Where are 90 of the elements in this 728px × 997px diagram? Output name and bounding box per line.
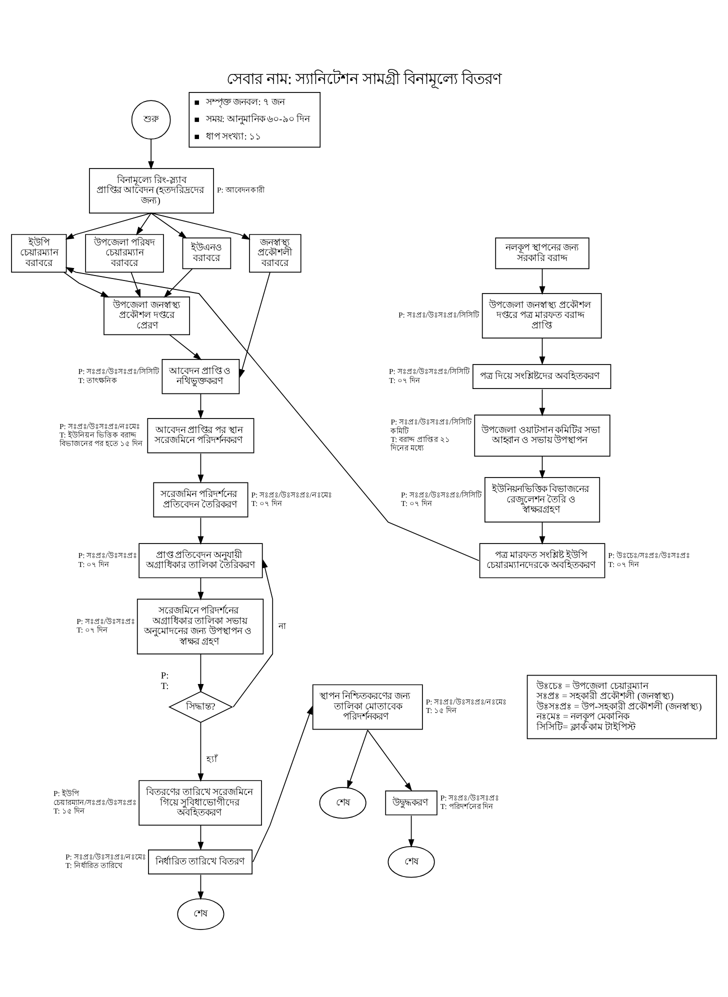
node-label: P: সঃপ্রঃ/উঃসঃপ্রঃ — [78, 550, 137, 560]
arrow — [148, 138, 154, 170]
node-box: ইউনিয়নভিত্তিক বিভাজনের রেজুলেশন তৈরি ও স্বাক্ষরগ্রহণ — [484, 476, 600, 522]
node-label: T: ১৫ দিন — [426, 706, 458, 715]
node-label: T: ০৭ দিন — [76, 625, 108, 634]
node-box: সরেজমিনে পরিদর্শনের অগ্রাধিকার তালিকা সভায় অনুমোদনের জন্য উপস্থাপন ও স্বাক্ষর গ্রহণ — [136, 598, 264, 654]
node-label: T: পরিদর্শনের দিন — [440, 802, 494, 811]
node-label: P: — [160, 671, 169, 682]
node-label: T: ০৭ দিন — [401, 498, 432, 508]
node-label: T: ০৭ দিন — [251, 498, 283, 508]
node-label: P: ইউপি চেয়ারম্যান/সঃপ্রঃ/উঃসঃপ্রঃ — [53, 788, 137, 806]
node-label: T: ইউনিয়ন ভিত্তিক বরাদ্দ বিভাজনের পর হতে ১৫ দিন — [59, 430, 144, 448]
diagram-title: সেবার নাম: স্যানিটেশন সামগ্রী বিনামূল্যে বিতরণ — [226, 70, 502, 88]
node-label: P: সঃপ্রঃ/উঃসঃপ্রঃ/নঃমেঃ — [59, 421, 140, 430]
node-label: P: সঃপ্রঃ/উঃসঃপ্রঃ/সিসিটি — [389, 366, 470, 376]
arrow — [198, 452, 204, 483]
node-box: উপজেলা ওয়াটসান কমিটির সভা আহ্বান ও সভায় উপস্থাপন — [474, 414, 610, 456]
arrow — [239, 271, 270, 378]
node-label: P: সঃপ্রঃ/উঃসঃপ্রঃ/সিসিটি কমিটি — [390, 417, 472, 435]
arrow — [150, 212, 188, 238]
arrow — [198, 874, 204, 900]
node-box: প্রাপ্ত প্রতিবেদন অনুযায়ী অগ্রাধিকার তালিকা তৈরিকরণ — [138, 542, 263, 578]
node-label: P: সঃপ্রঃ/উঃসঃপ্রঃ/নঃমেঃ — [426, 697, 506, 706]
node-box: সম্পৃক্ত জনবল: ৭ জন সময়: আনুমানিক ৬০-৯০ দিন ধাপ সংখ্যা: ১১ — [188, 91, 321, 148]
arrow — [232, 558, 274, 707]
edge-label: হ্যাঁ — [206, 754, 218, 764]
node-label: T: ১৫ দিন — [53, 806, 85, 815]
node-circle: শুরু — [131, 100, 171, 139]
node-box: উদ্বুদ্ধকরণ — [385, 790, 438, 815]
node-box: পত্র দিয়ে সংশ্লিষ্টদের অবহিতকরণ — [472, 364, 612, 388]
arrow — [64, 271, 110, 297]
arrow — [198, 653, 204, 692]
node-label: P: সঃপ্রঃ/উঃসঃপ্রঃ/সিসিটি — [401, 490, 482, 499]
arrow — [539, 455, 546, 478]
node-label: P: সঃপ্রঃ/উঃসঃপ্রঃ/সিসিটি — [78, 366, 159, 376]
node-box: উপজেলা পরিষদ চেয়ারম্যান বরাবরে — [85, 234, 164, 272]
arrow — [539, 521, 546, 544]
node-label: T: ০৭ দিন — [78, 559, 110, 568]
node-box: বিনামূল্যে রিং-স্ল্যাব প্রাপ্তির আবেদন (হতদরিদ্রদের জন্য) — [89, 168, 214, 214]
node-box: আবেদন প্রাপ্তি ও নথিভুক্তকরণ — [162, 358, 240, 394]
arrow — [408, 814, 414, 848]
node-label: T: তাৎক্ষনিক — [78, 375, 118, 384]
node-box: বিতরণের তারিখে সরেজমিনে গিয়ে সুবিধাভোগীদের অবহিতকরণ — [138, 780, 262, 826]
node-label: T: — [160, 681, 169, 692]
node-box: স্থাপন নিশ্চিতকরণের জন্য তালিকা মোতাবেক পরিদর্শনকরণ — [312, 684, 423, 730]
edge-label: না — [278, 620, 287, 631]
node-label: P: সঃপ্রঃ/উঃসঃপ্রঃ/নঃমেঃ — [251, 490, 332, 499]
arrow — [198, 392, 204, 418]
node-box: উপজেলা জনস্বাস্থ্য প্রকৌশল দপ্তরে প্রেরণ — [104, 296, 190, 335]
node-diamond: সিদ্ধান্ত? — [168, 690, 234, 722]
node-box: জনস্বাস্থ্য প্রকৌশলী বরাবরে — [249, 234, 302, 272]
node-ellipse: শেষ — [177, 898, 224, 930]
node-label: P: সঃপ্রঃ/উঃসঃপ্রঃ/সিসিটি — [398, 310, 480, 320]
node-box: নির্ধারিত তারিখে বিতরণ — [148, 849, 252, 874]
node-box: ইউপি চেয়ারম্যান বরাবরে — [11, 234, 67, 272]
node-label: P: সঃপ্রঃ/উঃসঃপ্রঃ/নঃমেঃ — [65, 852, 146, 862]
node-label: P: সঃপ্রঃ/উঃসঃপ্রঃ — [76, 616, 136, 626]
arrow — [539, 388, 546, 416]
arrow — [164, 268, 193, 298]
arrow — [198, 824, 204, 850]
arrow — [65, 212, 152, 240]
node-label: T: নির্ধারিত তারিখে — [65, 860, 123, 870]
node-box: উপজেলা জনস্বাস্থ্য প্রকৌশল দপ্তরে পত্র মারফত বরাদ্দ প্রাপ্তি — [482, 292, 602, 338]
arrow — [539, 337, 546, 365]
node-ellipse: শেষ — [388, 846, 435, 878]
arrow — [150, 212, 250, 240]
arrow — [347, 729, 368, 789]
node-box: সরেজমিন পরিদর্শনের প্রতিবেদন তৈরিকরণ — [153, 482, 248, 517]
arrow — [136, 212, 152, 235]
arrow — [367, 729, 412, 791]
node-ellipse: শেষ — [319, 786, 366, 818]
arrow — [130, 271, 141, 298]
arrow — [169, 334, 202, 360]
node-box: ইউএনও বরাবরে — [182, 236, 232, 269]
node-label: P: আবেদনকারী — [216, 185, 264, 194]
node-label: P: উঃচেঃ/সঃপ্রঃ/উঃসঃপ্রঃ — [608, 550, 690, 560]
arrow — [65, 266, 480, 561]
arrow — [198, 516, 204, 544]
node-box: পত্র মারফত সংশ্লিষ্ট ইউপি চেয়ারম্যানদেরকে অবহিতকরণ — [479, 542, 606, 578]
arrow — [252, 705, 312, 862]
arrow — [539, 268, 546, 294]
node-box: আবেদন প্রাপ্তির পর স্থান সরেজমিনে পরিদর্শনকরণ — [147, 418, 254, 453]
node-box: নলকূপ স্থাপনের জন্য সরকারি বরাদ্দ — [495, 236, 590, 269]
node-label: T: বরাদ্দ প্রাপ্তির ২১ দিনের মধ্যে — [390, 434, 450, 452]
node-label: T: ০৭ দিন — [389, 375, 420, 384]
node-label: P: সঃপ্রঃ/উঃসঃপ্রঃ — [440, 792, 499, 802]
arrow — [198, 722, 204, 782]
node-label: T: ০৭ দিন — [608, 559, 640, 568]
node-box: উঃচেঃ = উপজেলা চেয়ারম্যান সঃপ্রঃ = সহকারী প্রকৌশলী (জনস্বাস্থ্য) উঃসঃপ্রঃ = উপ-সহকারী প্রকৌশলী (জনস্বাস্থ্য) নঃমেঃ = নলকূপ মেকানিক সিসিটি= ক্লার্ক কাম টাইপিস্ট — [526, 674, 717, 739]
arrow — [198, 576, 204, 600]
